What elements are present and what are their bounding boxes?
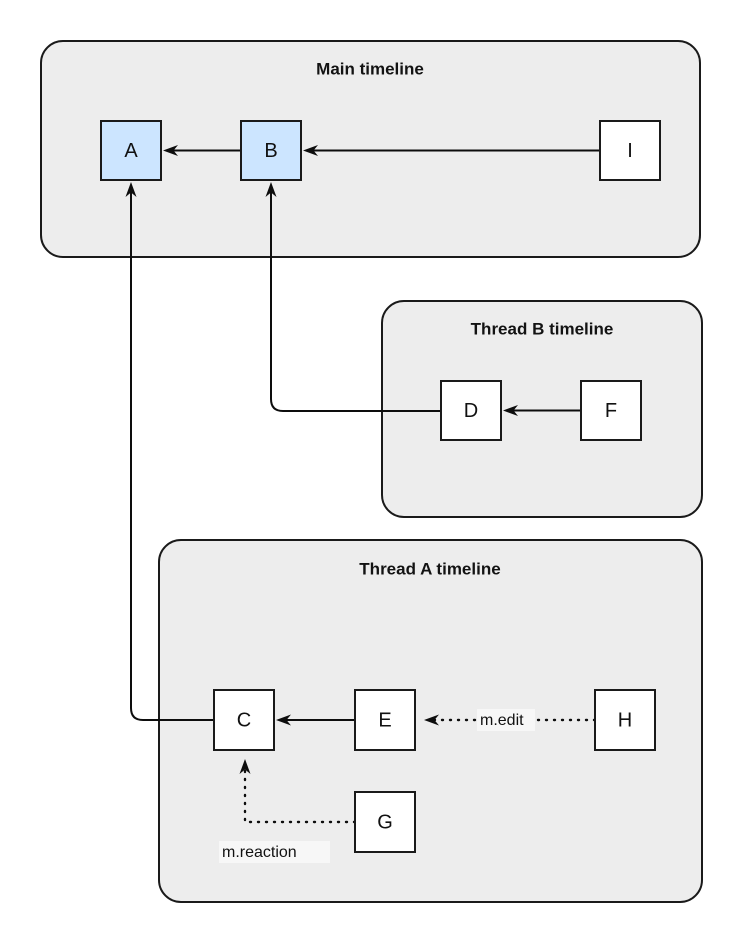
edge-B-to-A[interactable]	[163, 145, 241, 156]
node-label-D: D	[464, 400, 478, 422]
group-title-main-timeline: Main timeline	[316, 59, 424, 78]
group-title-thread-b-timeline: Thread B timeline	[471, 319, 614, 338]
node-C[interactable]: C	[213, 689, 275, 751]
node-box-G	[354, 791, 416, 853]
edge-I-to-B[interactable]	[303, 145, 600, 156]
node-label-E: E	[378, 709, 391, 731]
node-D[interactable]: D	[440, 380, 502, 441]
arrowhead-icon-H-to-E	[424, 714, 439, 726]
nodes-layer: A B I D F C E H G	[100, 120, 661, 853]
node-label-C: C	[237, 709, 251, 731]
node-B[interactable]: B	[240, 120, 302, 181]
node-H[interactable]: H	[594, 689, 656, 751]
edge-D-to-B[interactable]	[265, 182, 442, 412]
node-A[interactable]: A	[100, 120, 162, 181]
edge-label-background-H-to-E	[477, 709, 535, 731]
node-E[interactable]: E	[354, 689, 416, 751]
edge-labels-layer: m.edit m.reaction	[219, 709, 535, 863]
node-box-C	[213, 689, 275, 751]
edge-label-background-G-to-C	[219, 841, 330, 863]
node-box-F	[580, 380, 642, 441]
edge-F-to-D[interactable]	[503, 405, 581, 416]
node-label-B: B	[264, 140, 277, 162]
node-I[interactable]: I	[599, 120, 661, 181]
group-main-timeline[interactable]: Main timeline	[40, 40, 701, 258]
node-box-A	[100, 120, 162, 181]
node-box-E	[354, 689, 416, 751]
group-box-main-timeline	[40, 40, 701, 258]
group-box-thread-b-timeline	[381, 300, 703, 518]
edge-label-G-to-C: m.reaction	[219, 841, 330, 863]
arrowhead-icon-B-to-A	[163, 145, 178, 156]
node-box-I	[599, 120, 661, 181]
arrowhead-icon-C-to-A	[125, 182, 137, 197]
node-label-I: I	[627, 140, 633, 162]
node-F[interactable]: F	[580, 380, 642, 441]
arrowhead-icon-F-to-D	[503, 405, 518, 416]
edge-G-to-C[interactable]	[239, 759, 357, 824]
arrowhead-icon-D-to-B	[265, 182, 277, 197]
edge-E-to-C[interactable]	[276, 714, 355, 726]
edge-C-to-A[interactable]	[125, 182, 215, 721]
node-label-H: H	[618, 709, 632, 731]
arrowhead-icon-I-to-B	[303, 145, 318, 156]
arrowhead-icon-E-to-C	[276, 714, 291, 726]
node-box-D	[440, 380, 502, 441]
node-label-A: A	[124, 140, 138, 162]
group-title-thread-a-timeline: Thread A timeline	[359, 559, 500, 578]
edge-label-text-G-to-C: m.reaction	[222, 844, 297, 861]
edge-label-text-H-to-E: m.edit	[480, 712, 524, 729]
edge-line-D-to-B	[270, 189, 441, 412]
arrowhead-icon-G-to-C	[239, 759, 251, 774]
edge-line-G-to-C	[243, 766, 357, 824]
edge-label-H-to-E: m.edit	[477, 709, 535, 731]
node-label-G: G	[377, 811, 393, 833]
node-box-H	[594, 689, 656, 751]
node-G[interactable]: G	[354, 791, 416, 853]
node-box-B	[240, 120, 302, 181]
node-label-F: F	[605, 400, 617, 422]
edge-line-C-to-A	[130, 189, 214, 721]
group-thread-b-timeline[interactable]: Thread B timeline	[381, 300, 703, 518]
